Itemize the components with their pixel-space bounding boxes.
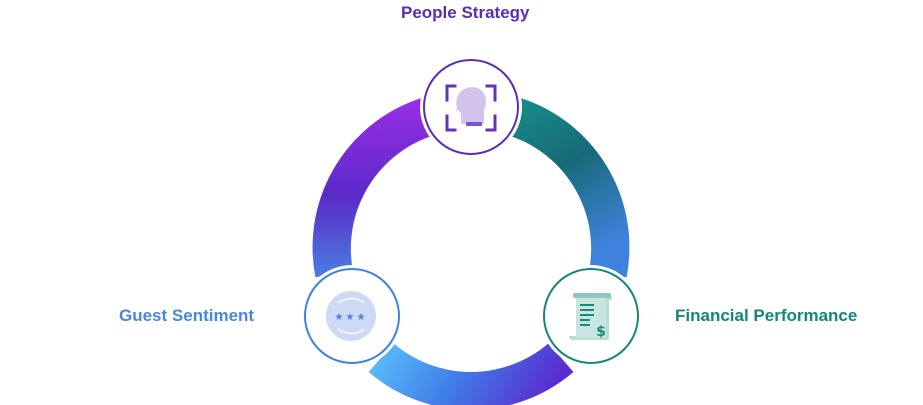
ring-segment-blue bbox=[368, 343, 574, 405]
financial-performance-label: Financial Performance bbox=[675, 306, 858, 325]
people-strategy-node bbox=[420, 56, 522, 158]
head-profile-focus-icon bbox=[445, 84, 497, 132]
ring-segment-purple bbox=[312, 95, 440, 278]
people-strategy-label: People Strategy bbox=[401, 3, 530, 22]
financial-performance-node: $ bbox=[540, 265, 642, 367]
receipt-dollar-icon: $ bbox=[569, 293, 612, 340]
guest-sentiment-label: Guest Sentiment bbox=[119, 306, 255, 325]
svg-text:$: $ bbox=[596, 324, 606, 340]
star-rating-badge-icon: ★★★ bbox=[326, 291, 376, 341]
svg-text:★★★: ★★★ bbox=[335, 312, 368, 323]
guest-sentiment-node: ★★★ bbox=[301, 265, 403, 367]
ring-segment-teal bbox=[502, 95, 630, 278]
